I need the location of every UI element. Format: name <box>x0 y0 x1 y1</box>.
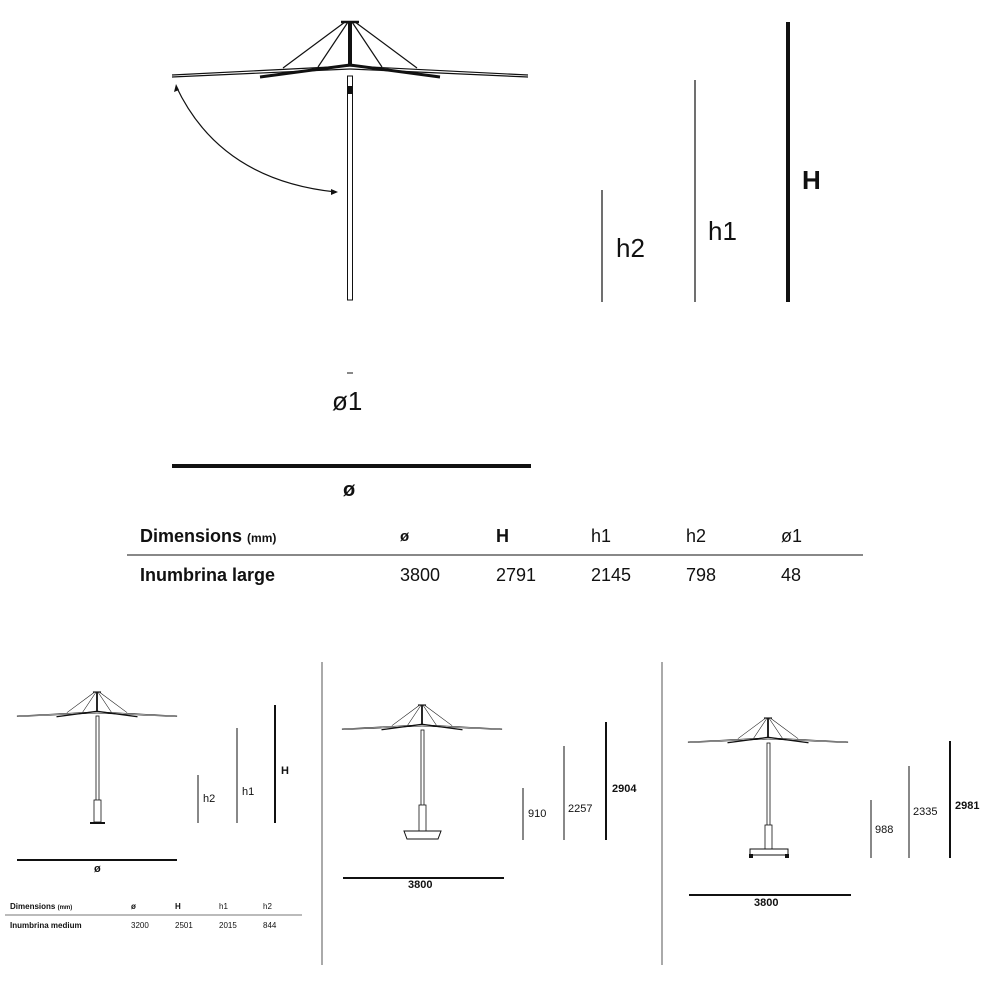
dimension-label-d1: ø1 <box>332 386 363 416</box>
table-cell: 2791 <box>496 565 537 585</box>
umbrella-medium <box>15 691 179 824</box>
table-header: h2 <box>686 526 707 546</box>
table-row-name: Inumbrina large <box>140 565 276 585</box>
table-title: Dimensions <box>140 526 243 546</box>
rotation-arc-icon <box>175 85 337 193</box>
table-header: h1 <box>219 902 228 911</box>
table-header: ø <box>131 902 136 911</box>
umbrella-with-stand <box>687 717 849 858</box>
table-title: Dimensions <box>10 902 56 911</box>
dimension-label-h2: 910 <box>528 808 547 820</box>
table-unit: (mm) <box>247 531 277 545</box>
table-header: ø <box>400 528 410 545</box>
dimension-label-H: H <box>802 165 821 195</box>
dimension-label-h2: h2 <box>203 793 216 805</box>
table-cell: 2145 <box>591 565 632 585</box>
dimension-label-h1: 2335 <box>913 806 938 818</box>
dimension-label-h2: 988 <box>875 824 894 836</box>
table-header: H <box>496 526 509 546</box>
dimension-label-diameter: ø <box>343 479 356 501</box>
table-header: H <box>175 902 181 911</box>
dimension-label-h1: h1 <box>708 216 737 246</box>
dimension-label-H: 2981 <box>955 800 980 812</box>
umbrella-large <box>170 20 530 301</box>
table-cell: 48 <box>781 565 802 585</box>
dimension-label-h1: 2257 <box>568 803 593 815</box>
dimension-label-H: H <box>281 765 289 777</box>
dimension-label-diameter: 3800 <box>754 897 779 909</box>
dimension-label-H: 2904 <box>612 783 637 795</box>
dimension-label-diameter: 3800 <box>408 879 433 891</box>
table-row-name: Inumbrina medium <box>10 921 82 930</box>
table-header: ø1 <box>781 526 803 546</box>
table-cell: 2501 <box>175 921 193 930</box>
table-cell: 798 <box>686 565 717 585</box>
umbrella-with-base <box>340 704 504 840</box>
table-cell: 3800 <box>400 565 441 585</box>
table-header: h1 <box>591 526 612 546</box>
dimension-label-diameter: ø <box>94 863 101 875</box>
table-cell: 844 <box>263 921 277 930</box>
table-cell: 2015 <box>219 921 237 930</box>
table-header: h2 <box>263 902 272 911</box>
table-unit: (mm) <box>57 905 73 911</box>
dimension-label-h1: h1 <box>242 786 255 798</box>
dimension-label-h2: h2 <box>616 233 645 263</box>
table-cell: 3200 <box>131 921 149 930</box>
